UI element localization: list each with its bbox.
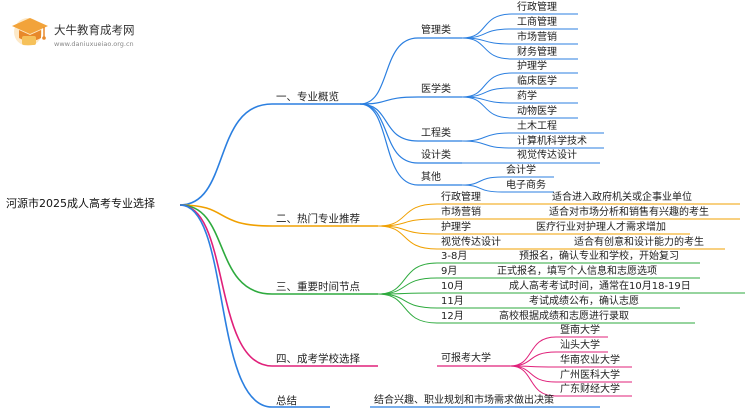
overview-to-engineering-link	[359, 103, 419, 142]
school-0: 暨南大学	[560, 325, 600, 336]
group-engineering-label: 工程类	[421, 128, 451, 139]
school-2: 华南农业大学	[560, 355, 620, 366]
school-link-3	[509, 365, 557, 383]
group-design-label: 设计类	[421, 150, 451, 161]
time-desc-3: 考试成绩公布，确认志愿	[529, 296, 639, 307]
time-desc-4: 高校根据成绩和志愿进行录取	[499, 311, 629, 322]
time-name-4: 12月	[441, 311, 464, 322]
root-topic: 河源市2025成人高考专业选择	[6, 197, 155, 210]
hot-desc-1: 适合对市场分析和销售有兴趣的考生	[549, 207, 709, 218]
leaf-medicine-1: 临床医学	[517, 76, 557, 87]
graduation-cap-logo-icon	[12, 18, 48, 46]
root-to-timeline-link	[179, 204, 273, 295]
site-logo[interactable]: 大牛教育成考网 www.daniuxueiao.org.cn	[8, 10, 208, 50]
hot-row-link-3	[377, 225, 438, 250]
other-leaf-link-0	[461, 176, 503, 186]
hot-name-1: 市场营销	[441, 207, 481, 218]
branch-hot-label: 二、热门专业推荐	[276, 213, 360, 225]
logo-site-name: 大牛教育成考网	[54, 23, 135, 37]
medicine-leaf-link-3	[461, 96, 513, 119]
group-other-label: 其他	[421, 172, 441, 183]
root-to-overview-link	[179, 103, 273, 206]
branch-summary-label: 总结	[276, 395, 297, 407]
hot-name-0: 行政管理	[441, 192, 481, 203]
school-3: 广州医科大学	[560, 370, 620, 381]
time-name-2: 10月	[441, 281, 464, 292]
overview-to-other-link	[359, 103, 419, 186]
leaf-medicine-0: 护理学	[517, 61, 547, 72]
root-to-summary-link	[179, 204, 273, 408]
school-4: 广东财经大学	[560, 384, 620, 395]
engineering-leaf-link-0	[461, 132, 513, 142]
overview-to-design-link	[359, 103, 419, 164]
medicine-leaf-link-0	[461, 72, 513, 98]
leaf-design-0: 视觉传达设计	[517, 150, 577, 161]
management-leaf-link-1	[461, 28, 513, 39]
school-1: 汕头大学	[560, 340, 600, 351]
time-name-0: 3-8月	[441, 251, 468, 262]
school-link-0	[509, 336, 557, 367]
time-desc-1: 正式报名，填写个人信息和志愿选项	[497, 266, 657, 277]
time-name-1: 9月	[441, 266, 458, 277]
engineering-leaf-link-1	[461, 140, 513, 149]
hot-row-link-0	[377, 203, 438, 227]
summary-text: 结合兴趣、职业规划和市场需求做出决策	[374, 395, 554, 406]
other-leaf-link-1	[461, 184, 503, 193]
leaf-engineering-1: 计算机科学技术	[517, 136, 587, 147]
time-name-3: 11月	[441, 296, 464, 307]
time-row-link-1	[377, 277, 438, 295]
overview-to-medicine-link	[359, 96, 419, 105]
group-schools-label: 可报考大学	[441, 353, 491, 364]
management-leaf-link-0	[461, 13, 513, 39]
group-medicine-label: 医学类	[421, 84, 451, 95]
group-management-label: 管理类	[421, 25, 451, 36]
leaf-medicine-2: 药学	[517, 91, 537, 102]
branch-timeline-label: 三、重要时间节点	[276, 281, 360, 293]
time-desc-0: 预报名，确认专业和学校，开始复习	[519, 251, 679, 262]
leaf-other-0: 会计学	[506, 165, 536, 176]
hot-desc-0: 适合进入政府机关或企事业单位	[552, 192, 692, 203]
school-link-1	[509, 351, 557, 367]
school-link-4	[509, 365, 557, 397]
root-to-hot-link	[179, 204, 273, 227]
hot-desc-2: 医疗行业对护理人才需求增加	[536, 222, 666, 233]
time-row-link-4	[377, 293, 438, 324]
branch-schools-label: 四、成考学校选择	[276, 353, 360, 365]
leaf-management-1: 工商管理	[517, 17, 557, 28]
time-row-link-0	[377, 262, 438, 295]
branch-overview-label: 一、专业概览	[276, 91, 339, 103]
logo-site-url: www.daniuxueiao.org.cn	[54, 40, 134, 48]
time-desc-2: 成人高考考试时间，通常在10月18-19日	[509, 281, 691, 292]
leaf-management-0: 行政管理	[517, 2, 557, 13]
leaf-management-3: 财务管理	[517, 47, 557, 58]
time-row-link-3	[377, 293, 438, 309]
root-to-schools-link	[179, 204, 273, 367]
hot-name-3: 视觉传达设计	[441, 237, 501, 248]
management-leaf-link-3	[461, 37, 513, 60]
leaf-engineering-0: 土木工程	[517, 121, 557, 132]
overview-to-management-link	[359, 37, 419, 105]
leaf-other-1: 电子商务	[506, 180, 546, 191]
leaf-medicine-3: 动物医学	[517, 106, 557, 117]
hot-desc-3: 适合有创意和设计能力的考生	[574, 237, 704, 248]
leaf-management-2: 市场营销	[517, 32, 557, 43]
medicine-leaf-link-1	[461, 87, 513, 98]
hot-name-2: 护理学	[441, 222, 471, 233]
